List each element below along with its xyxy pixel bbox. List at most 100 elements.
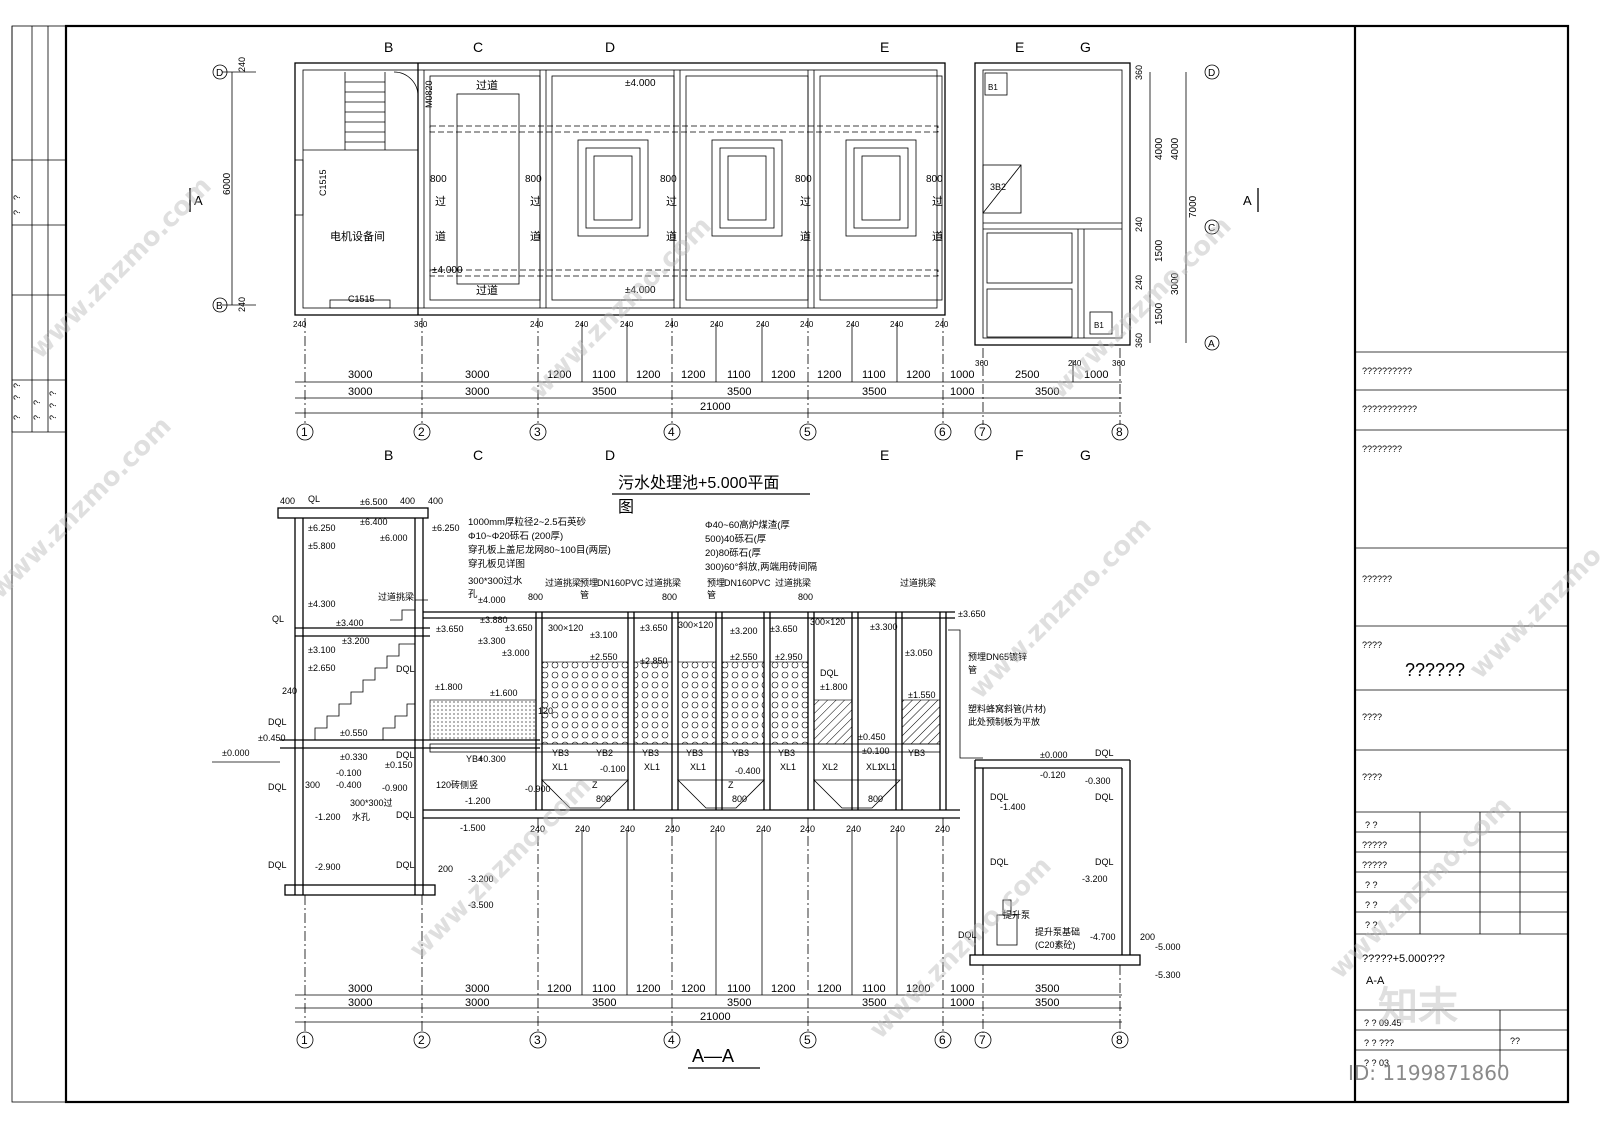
left-strip-label: ?: [12, 210, 22, 215]
elevation: +0.300: [478, 754, 506, 764]
width-label: 800: [430, 174, 447, 185]
elevation: ±2.850: [640, 656, 667, 666]
dim-label: 3000: [465, 386, 489, 398]
component-tag: XL1: [880, 762, 896, 772]
elevation: -0.900: [525, 784, 551, 794]
dim-label: 21000: [700, 1011, 731, 1023]
wall-mark: 240: [620, 320, 634, 329]
wall-mark: 240: [665, 320, 679, 329]
small-dim: 300×120: [548, 623, 583, 633]
elevation: ±3.650: [436, 624, 463, 634]
ql-label: QL: [272, 614, 284, 624]
dim-label: 1000: [950, 369, 974, 381]
elevation: ±3.400: [336, 618, 363, 628]
title-block-footer: ??: [1510, 1036, 1520, 1046]
grid-number: 6: [939, 425, 946, 439]
corridor-label-v: 道: [800, 229, 811, 243]
title-block-row: ????: [1362, 772, 1382, 782]
corridor-label: 过道: [476, 283, 498, 297]
corridor-label-v: 过: [932, 195, 943, 208]
note: 孔: [468, 589, 478, 600]
dim-label: 3500: [1035, 983, 1059, 995]
width-label: 800: [795, 174, 812, 185]
elevation: ±3.100: [308, 645, 335, 655]
pipe-label: 预埋DN65镀锌: [968, 651, 1027, 662]
dim-label: 1200: [547, 369, 571, 381]
grid-letter: D: [605, 447, 615, 463]
grid-row-label: B: [216, 301, 223, 312]
elevation: ±3.650: [505, 623, 532, 633]
elevation: ±0.000: [222, 748, 249, 758]
elevation: ±3.650: [958, 609, 985, 619]
wall-mark: 240: [530, 824, 545, 834]
title-block-sign: ? ?: [1365, 900, 1378, 910]
small-dim: 300×120: [810, 617, 845, 627]
dim-label: 1100: [727, 983, 751, 995]
door-label: M0820: [424, 80, 434, 108]
elevation: -0.100: [336, 768, 362, 778]
left-strip-label: ?: [32, 415, 42, 420]
title-block-project: ??????: [1405, 660, 1465, 680]
title-block-row: ??????????: [1362, 366, 1412, 376]
grid-number: 7: [979, 1033, 986, 1047]
grid-number: 1: [301, 425, 308, 439]
grid-row-label: D: [216, 68, 223, 79]
dim-label: 1000: [1084, 369, 1108, 381]
elevation: ±3.000: [502, 648, 529, 658]
elevation: -0.400: [336, 780, 362, 790]
drawing-name: ?????+5.000???: [1362, 953, 1445, 965]
dql-label: DQL: [1095, 748, 1114, 758]
dim-label: 1200: [771, 369, 795, 381]
elevation: ±3.100: [590, 630, 617, 640]
hole-label: 水孔: [352, 811, 370, 822]
media-label: 塑料蜂窝斜管(片材): [968, 703, 1046, 714]
pipe-label: B1: [1094, 321, 1104, 330]
pipe-label: 预埋: [580, 578, 598, 588]
watermark-logo: 知末: [1378, 984, 1458, 1030]
title-block-sign: ? ?: [1365, 880, 1378, 890]
component-tag: YB3: [908, 748, 925, 758]
elevation: ±3.300: [478, 636, 505, 646]
pipe-label: 管: [580, 589, 589, 600]
grid-letter: C: [473, 447, 483, 463]
grid-number: 6: [939, 1033, 946, 1047]
grid-letter: E: [880, 39, 889, 55]
section-title: A—A: [692, 1046, 734, 1066]
elevation: ±0.330: [340, 752, 367, 762]
component-tag: XL1: [690, 762, 706, 772]
title-block-row: ????????: [1362, 444, 1402, 454]
dim-label: 1500: [1154, 302, 1165, 325]
elevation: ±6.400: [360, 517, 387, 527]
corridor-label-v: 过: [666, 195, 677, 208]
wall-mark: 240: [293, 320, 307, 329]
small-dim: Z: [728, 780, 734, 790]
pipe-label: B1: [988, 83, 998, 92]
title-block-row: ???????????: [1362, 404, 1417, 414]
small-dim: 200: [1140, 932, 1155, 942]
dim-label: 3500: [727, 997, 751, 1009]
dql-label: DQL: [268, 782, 287, 792]
dql-label: DQL: [1095, 857, 1114, 867]
dim-label: 240: [1134, 275, 1144, 290]
left-strip-label: ?: [12, 395, 22, 400]
pump-base-label: 提升泵基础: [1035, 926, 1080, 937]
left-strip-label: ?: [32, 400, 42, 405]
grid-number: 8: [1116, 425, 1123, 439]
grid-bubbles-section: 1 2 3 4 5 6 7 8: [296, 1031, 1129, 1049]
component-tag: YB3: [686, 748, 703, 758]
beam-label: 过道挑梁: [378, 591, 414, 602]
note: Φ10~Φ20砾石 (200厚): [468, 530, 563, 542]
dim-label: 3000: [465, 997, 489, 1009]
elevation: -5.300: [1155, 970, 1181, 980]
grid-row-label: C: [1208, 223, 1215, 234]
elevation: ±2.550: [730, 652, 757, 662]
note: 500)40砾石(厚: [705, 533, 767, 545]
sheet-frame: [11, 24, 1570, 1104]
plan-labels: 电机设备间 C1515 C1515 M0820 过道 过道 过 道 过 道 过 …: [222, 57, 1199, 516]
elevation: -0.300: [1085, 776, 1111, 786]
dim-label: 4000: [1154, 137, 1165, 160]
dim-label: 1200: [547, 983, 571, 995]
wall-mark: 240: [575, 320, 589, 329]
grid-bubbles-plan: 1 2 3 4 5 6 7 8 B C D E E G B C D E F G …: [189, 39, 1259, 463]
elevation: -1.200: [315, 812, 341, 822]
